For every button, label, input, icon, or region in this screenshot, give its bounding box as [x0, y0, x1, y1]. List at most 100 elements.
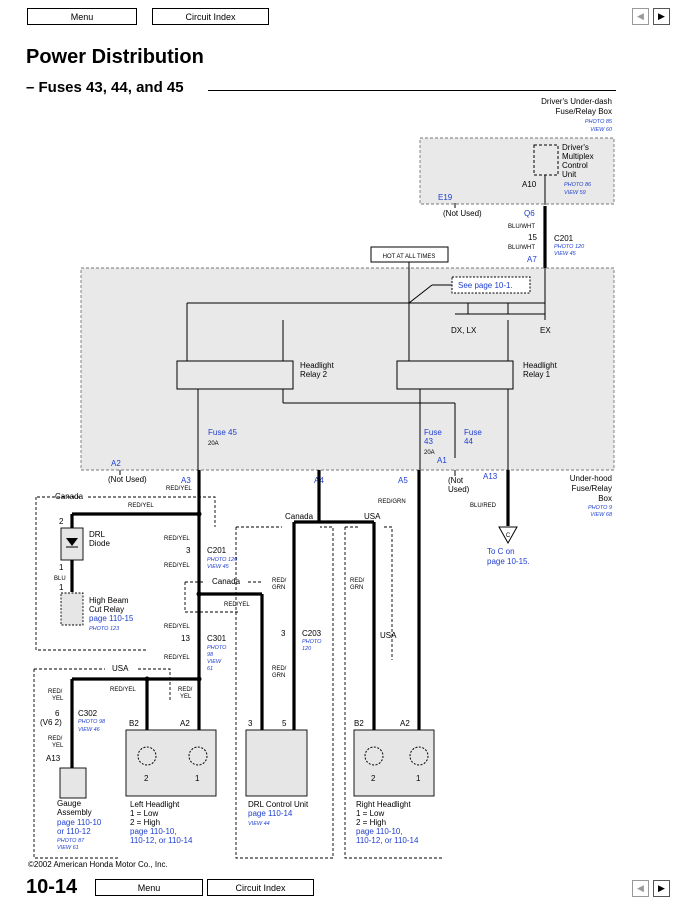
dash-box-title2: Fuse/Relay Box: [556, 107, 612, 116]
right-headlight-shape: [353, 729, 435, 797]
multiplex-l3: Control: [562, 161, 588, 170]
wire-red-yel-a3: RED/YEL: [166, 486, 192, 492]
next-page-button-top[interactable]: ▶: [653, 8, 670, 25]
menu-button-top[interactable]: Menu: [27, 8, 137, 25]
circuit-index-button-top[interactable]: Circuit Index: [152, 8, 269, 25]
c302-view: VIEW 46: [78, 727, 101, 733]
left-hl-l2: 1 = Low: [130, 809, 158, 818]
next-page-button-bottom[interactable]: ▶: [653, 880, 670, 897]
wire-blu: BLU: [54, 576, 66, 582]
wire-red-yel-c301-1: RED/YEL: [164, 624, 190, 630]
uh-box-l1: Under-hood: [570, 474, 612, 483]
c301-label: C301: [207, 634, 227, 643]
drl-diode-l2: Diode: [89, 539, 110, 548]
prev-page-button-bottom[interactable]: ◀: [632, 880, 649, 897]
c201-photo: PHOTO 120: [554, 244, 585, 250]
right-hl-bulb2: 2: [371, 774, 376, 783]
c302-photo: PHOTO 98: [78, 719, 106, 725]
c302-pin-v6: (V6 2): [40, 718, 62, 727]
wire-yel-hl-1: YEL: [180, 694, 192, 700]
c203-pin3: 3: [281, 629, 286, 638]
usa-label-left: USA: [112, 664, 129, 673]
wire-red-hl-1: RED/: [178, 687, 193, 693]
hb-relay-shape: [60, 592, 84, 626]
c201b-pin3: 3: [186, 546, 191, 555]
title-rule: [208, 90, 616, 91]
c301-pin13: 13: [181, 634, 190, 643]
right-hl-l1: Right Headlight: [356, 800, 411, 809]
wire-grn-rhl: GRN: [350, 585, 363, 591]
left-hl-p2: 110-12, or 110-14: [130, 836, 193, 845]
gauge-view: VIEW 61: [57, 845, 79, 851]
gauge-p2: or 110-12: [57, 827, 91, 836]
canada-label-left: Canada: [55, 492, 84, 501]
relay1-l2: Relay 1: [523, 370, 551, 379]
dx-lx-label: DX, LX: [451, 326, 477, 335]
left-hl-bulb1: 1: [195, 774, 200, 783]
to-c-page: page 10-15.: [487, 557, 530, 566]
drl-cu-pin3: 3: [248, 719, 253, 728]
menu-button-bottom[interactable]: Menu: [95, 879, 203, 896]
a1-not2: Used): [448, 485, 470, 494]
page-title: Power Distribution: [26, 46, 204, 68]
ex-label: EX: [540, 326, 551, 335]
uh-box-photo: PHOTO 9: [588, 505, 612, 511]
left-hl-bulb2: 2: [144, 774, 149, 783]
headlight-relay-1-shape: [396, 360, 514, 390]
circuit-index-button-bottom[interactable]: Circuit Index: [207, 879, 314, 896]
prev-page-button-top[interactable]: ◀: [632, 8, 649, 25]
canada-label-right: Canada: [285, 512, 314, 521]
wire-red-yel-c201-2: RED/YEL: [164, 563, 190, 569]
drl-cu-page: page 110-14: [248, 809, 293, 818]
wire-blu-wht-1: BLU/WHT: [508, 224, 535, 230]
fuse45-amp: 20A: [208, 441, 219, 447]
relay2-l2: Relay 2: [300, 370, 328, 379]
gauge-l1: Gauge: [57, 799, 82, 808]
c301-photo: PHOTO: [207, 645, 227, 651]
drl-cu-view: VIEW 44: [248, 821, 270, 827]
wire-blu-red: BLU/RED: [470, 503, 497, 509]
wire-red-rhl: RED/: [350, 578, 365, 584]
gauge-l2: Assembly: [57, 808, 92, 817]
hb-relay-l2: Cut Relay: [89, 605, 124, 614]
c301-view: VIEW: [207, 659, 222, 665]
c201-label: C201: [554, 234, 574, 243]
left-hl-p1: page 110-10,: [130, 827, 177, 836]
c201b-view: VIEW 45: [207, 564, 230, 570]
left-hl-pin-b2: B2: [129, 719, 139, 728]
multiplex-photo: PHOTO 86: [564, 182, 592, 188]
hb-relay-photo: PHOTO 123: [89, 626, 120, 632]
hb-relay-page: page 110-15: [89, 614, 134, 623]
c203-photo2: 120: [302, 646, 312, 652]
gauge-p1: page 110-10: [57, 818, 102, 827]
to-c-label: To C on: [487, 547, 515, 556]
right-hl-l3: 2 = High: [356, 818, 386, 827]
usa-label-rhl: USA: [380, 631, 397, 640]
canada-label-mid: Canada: [212, 577, 241, 586]
pin-a2: A2: [111, 459, 121, 468]
a2-not-used: (Not Used): [108, 475, 147, 484]
hot-at-all-times: HOT AT ALL TIMES: [383, 254, 436, 260]
multiplex-l1: Driver's: [562, 143, 589, 152]
hb-pin1: 1: [59, 583, 64, 592]
wire-yel-c302-1: YEL: [52, 696, 64, 702]
page-subtitle: – Fuses 43, 44, and 45: [26, 79, 184, 96]
wire-yel-c302-2: YEL: [52, 743, 64, 749]
gauge-photo: PHOTO 87: [57, 838, 85, 844]
drl-pin1: 1: [59, 563, 64, 572]
wire-grn-drl-2: GRN: [272, 673, 285, 679]
wire-red-grn-a5: RED/GRN: [378, 499, 406, 505]
dash-box-photo: PHOTO 85: [585, 119, 613, 125]
uh-box-view: VIEW 68: [590, 512, 613, 518]
pin-e19: E19: [438, 193, 453, 202]
gauge-pin-a13: A13: [46, 754, 61, 763]
uh-box-l2: Fuse/Relay: [572, 484, 612, 493]
pin-a5: A5: [398, 476, 408, 485]
fuse44-num: 44: [464, 437, 473, 446]
hb-relay-l1: High Beam: [89, 596, 129, 605]
left-hl-pin-a2: A2: [180, 719, 190, 728]
c302-label: C302: [78, 709, 98, 718]
wire-red-c302-2: RED/: [48, 736, 63, 742]
see-page-10-1: See page 10-1.: [458, 281, 513, 290]
